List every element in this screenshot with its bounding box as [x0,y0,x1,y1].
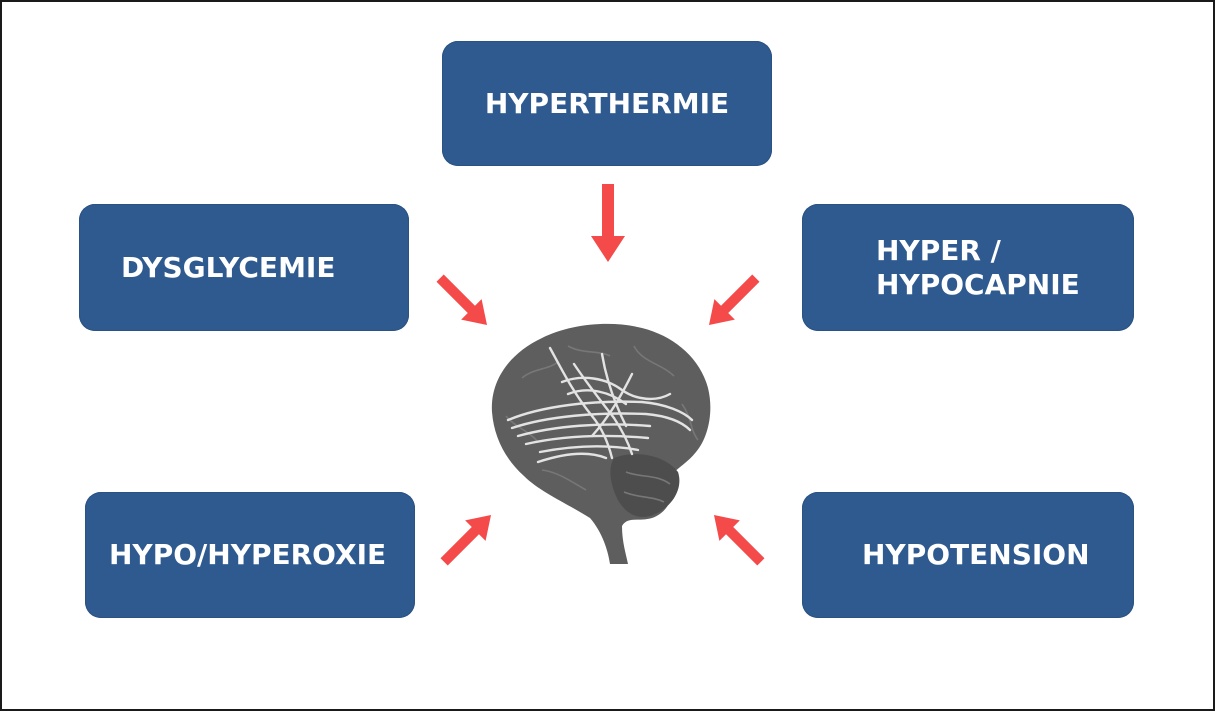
arrow-diagonal-icon [433,504,502,573]
factor-label-hypotension: HYPOTENSION [862,538,1090,571]
arrow-diagonal-icon [698,267,767,336]
arrow-down-icon [591,184,625,262]
factor-label-dysglycemie: DYSGLYCEMIE [121,250,336,284]
factor-box-hyperthermie: HYPERTHERMIE [442,41,772,166]
factor-label-hyperthermie: HYPERTHERMIE [484,86,730,120]
factor-label-hyperoxie: HYPO/HYPEROXIE [109,538,387,571]
factor-box-hypotension: HYPOTENSION [802,492,1134,618]
factor-box-dysglycemie: DYSGLYCEMIE [79,204,409,331]
factor-box-hyperoxie: HYPO/HYPEROXIE [85,492,415,618]
brain-icon [491,323,711,564]
arrow-diagonal-icon [703,504,772,573]
factor-label-hypocapnie: HYPER / HYPOCAPNIE [876,233,1080,301]
factor-box-hypocapnie: HYPER / HYPOCAPNIE [802,204,1134,331]
arrow-diagonal-icon [429,267,498,336]
